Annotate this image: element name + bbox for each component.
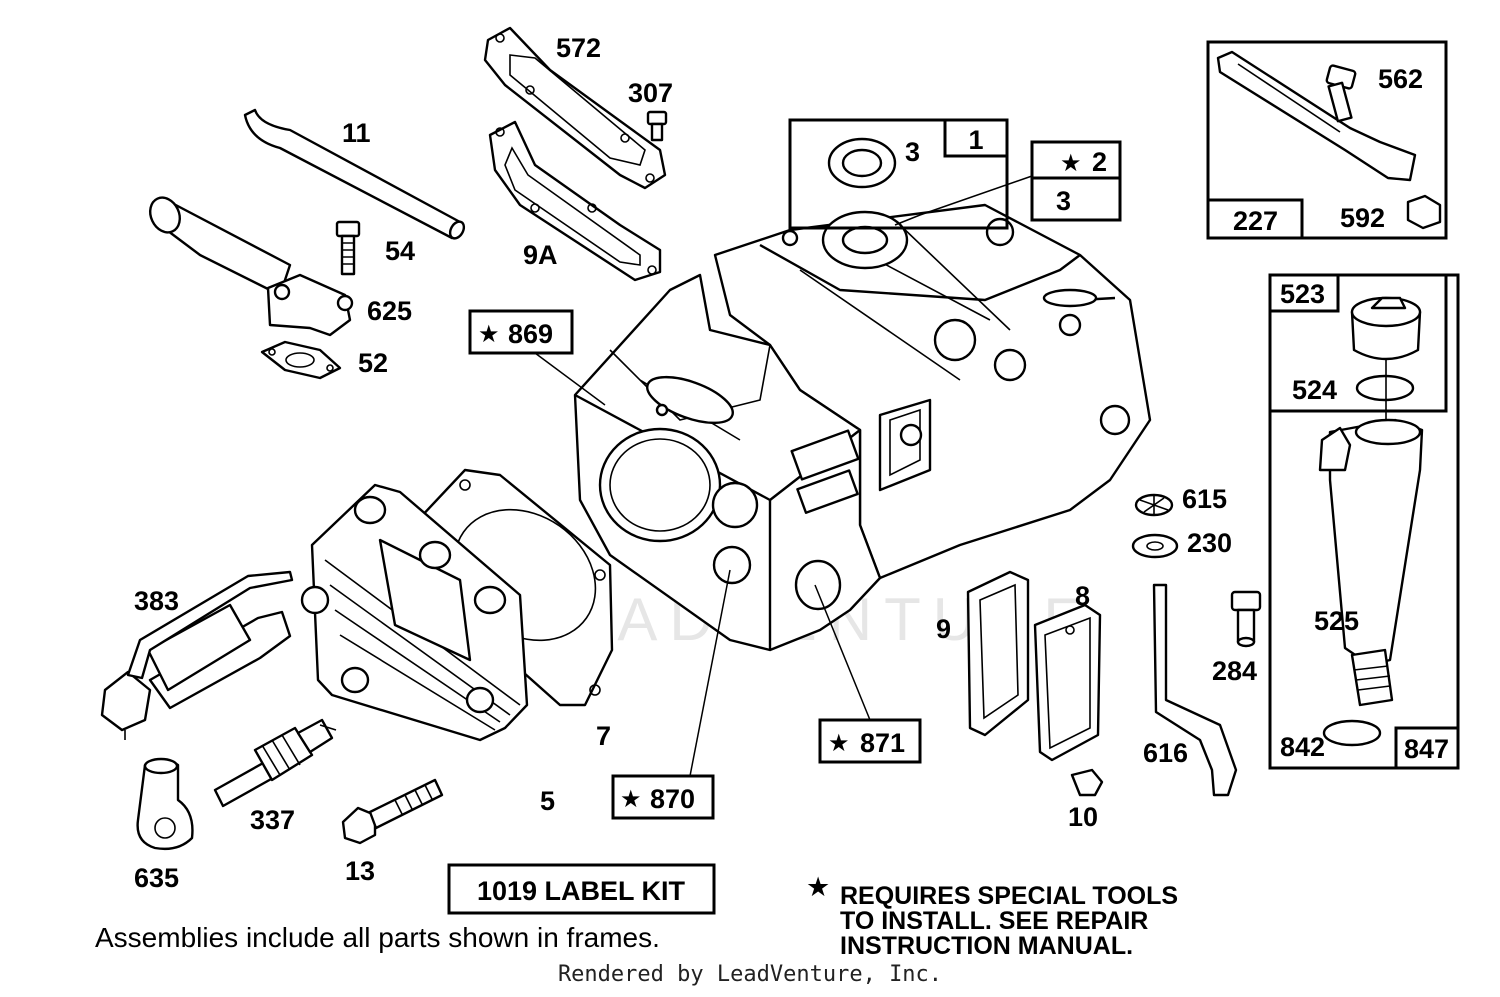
label-5: 5 xyxy=(540,786,555,816)
screw-307 xyxy=(646,110,668,142)
note-line-2: TO INSTALL. SEE REPAIR xyxy=(840,907,1148,935)
label-3-a: 3 xyxy=(905,137,920,167)
dipstick-cap-523 xyxy=(1350,296,1422,361)
cylinder-block xyxy=(573,203,1152,652)
label-592: 592 xyxy=(1340,203,1385,233)
label-52: 52 xyxy=(358,348,388,378)
note-line-1: REQUIRES SPECIAL TOOLS xyxy=(840,882,1178,910)
box-870 xyxy=(611,774,715,820)
box-label-847 xyxy=(1394,726,1460,770)
label-8: 8 xyxy=(1075,581,1090,611)
label-11: 11 xyxy=(342,118,371,148)
label-7: 7 xyxy=(596,721,611,751)
note-line-3: INSTRUCTION MANUAL. xyxy=(840,932,1133,960)
frame-assembly-227 xyxy=(1206,40,1448,240)
bolt-13 xyxy=(341,778,444,845)
box-label-523 xyxy=(1268,273,1340,313)
label-869: 869 xyxy=(508,319,553,349)
label-13: 13 xyxy=(345,856,375,886)
box-869 xyxy=(468,309,574,355)
nut-592 xyxy=(1406,194,1442,230)
label-227: 227 xyxy=(1233,206,1278,236)
frame-2-3 xyxy=(1030,140,1122,222)
screw-10 xyxy=(1070,768,1104,797)
seal-3 xyxy=(827,137,897,189)
label-230: 230 xyxy=(1187,528,1232,558)
star-871: ★ xyxy=(828,729,850,757)
bolt-54 xyxy=(335,220,361,276)
label-9: 9 xyxy=(936,614,951,644)
footer-credit: Rendered by LeadVenture, Inc. xyxy=(557,962,943,987)
intake-tube-625 xyxy=(149,196,354,337)
label-525: 525 xyxy=(1314,606,1359,636)
label-383: 383 xyxy=(134,586,179,616)
star-869: ★ xyxy=(478,320,500,348)
label-635: 635 xyxy=(134,863,179,893)
label-kit: 1019 LABEL KIT xyxy=(477,876,686,906)
cover-8 xyxy=(1033,603,1102,762)
label-337: 337 xyxy=(250,805,295,835)
label-523: 523 xyxy=(1280,279,1325,309)
frame-assembly-1 xyxy=(788,118,1009,230)
oring-524 xyxy=(1355,374,1415,402)
gasket-9 xyxy=(966,570,1030,737)
dipstick-616 xyxy=(1152,583,1238,797)
governor-lever-562 xyxy=(1216,50,1417,182)
oring-842 xyxy=(1322,719,1382,747)
frame-assembly-523 xyxy=(1268,273,1448,413)
label-847: 847 xyxy=(1404,734,1449,764)
label-562: 562 xyxy=(1378,64,1423,94)
label-9A: 9A xyxy=(523,240,558,270)
label-842: 842 xyxy=(1280,732,1325,762)
label-625: 625 xyxy=(367,296,412,326)
note-star: ★ xyxy=(806,872,830,903)
gasket-572 xyxy=(483,26,667,190)
label-3-b: 3 xyxy=(1056,186,1071,216)
star-2: ★ xyxy=(1060,149,1082,177)
label-616: 616 xyxy=(1143,738,1188,768)
bolt-284 xyxy=(1230,590,1262,648)
gasket-9A xyxy=(488,120,662,282)
label-524: 524 xyxy=(1292,375,1337,405)
label-870: 870 xyxy=(650,784,695,814)
label-2: 2 xyxy=(1092,147,1107,177)
label-284: 284 xyxy=(1212,656,1257,686)
cylinder-head-5 xyxy=(300,483,529,742)
label-10: 10 xyxy=(1068,802,1098,832)
boot-635 xyxy=(136,757,194,851)
gasket-52 xyxy=(260,340,342,380)
star-870: ★ xyxy=(620,785,642,813)
box-label-1 xyxy=(943,118,1009,158)
label-871: 871 xyxy=(860,728,905,758)
washer-230 xyxy=(1131,533,1179,559)
assemblies-note: Assemblies include all parts shown in fr… xyxy=(95,922,660,953)
nut-615 xyxy=(1134,493,1174,517)
wrench-383 xyxy=(100,570,294,740)
label-1: 1 xyxy=(968,125,983,155)
dipstick-tube-525 xyxy=(1318,360,1424,707)
spark-plug-337 xyxy=(213,718,337,808)
label-307: 307 xyxy=(628,78,673,108)
label-54: 54 xyxy=(385,236,415,266)
label-615: 615 xyxy=(1182,484,1227,514)
box-label-kit xyxy=(447,863,716,915)
box-label-227 xyxy=(1206,198,1304,240)
label-572: 572 xyxy=(556,33,601,63)
